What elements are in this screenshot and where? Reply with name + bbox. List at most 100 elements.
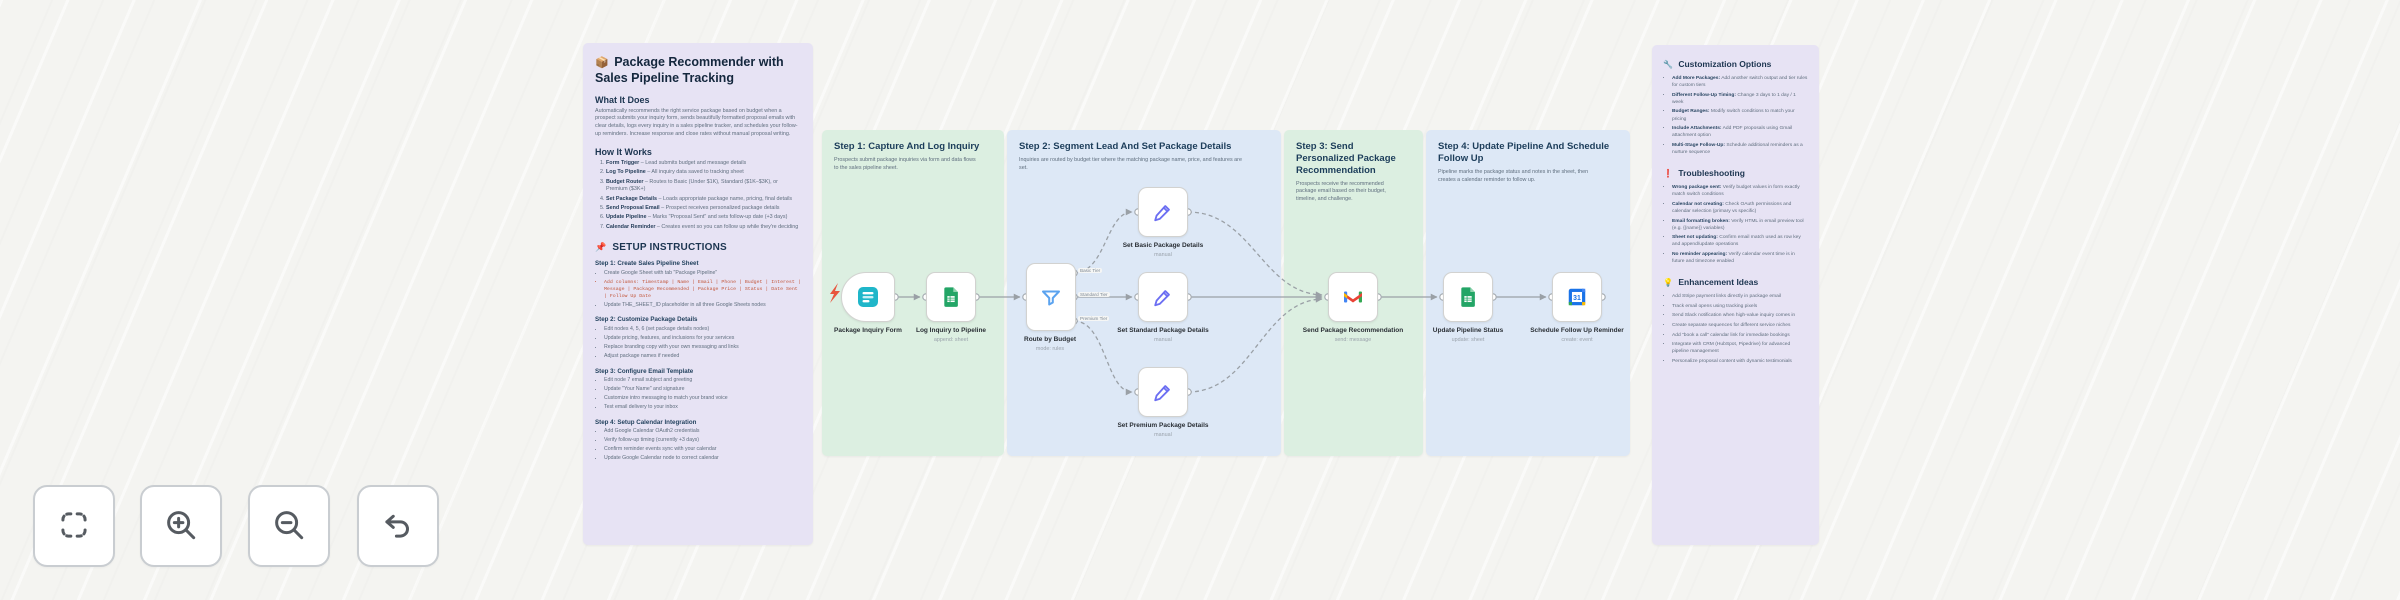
setup-item: Edit nodes 4, 5, 6 (set package details … [604, 326, 801, 334]
node-route-by-budget[interactable] [1026, 263, 1076, 331]
zoom-in-icon [162, 506, 200, 547]
zoom-out-icon [270, 506, 308, 547]
setup-item: Replace branding copy with your own mess… [604, 344, 801, 352]
alert-icon: ❗ [1663, 169, 1673, 179]
how-it-works-item: Send Proposal Email – Prospect receives … [606, 205, 801, 213]
how-it-works-item: Set Package Details – Loads appropriate … [606, 196, 801, 204]
what-it-does-heading: What It Does [595, 94, 650, 105]
enhancement-ideas-heading: 💡 Enhancement Ideas [1663, 277, 1759, 288]
setup-item: Add columns: Timestamp | Name | Email | … [604, 279, 801, 300]
lightbulb-icon: 💡 [1663, 278, 1673, 288]
setup-step-4-title: Step 4: Setup Calendar Integration [595, 418, 697, 426]
gmail-icon [1341, 285, 1365, 309]
troubleshooting-item: Email formatting broken: Verify HTML in … [1672, 218, 1808, 232]
customization-options-heading: 🔧 Customization Options [1663, 59, 1772, 69]
how-it-works-item: Log To Pipeline – All inquiry data saved… [606, 169, 801, 177]
setup-step-4-list: Add Google Calendar OAuth2 credentialsVe… [595, 428, 801, 463]
how-it-works-item: Budget Router – Routes to Basic (Under $… [606, 179, 801, 195]
setup-item: Update THE_SHEET_ID placeholder in all t… [604, 302, 801, 310]
setup-step-3-title: Step 3: Configure Email Template [595, 367, 694, 375]
setup-step-2-title: Step 2: Customize Package Details [595, 316, 698, 324]
enhancement-item: Create separate sequences for different … [1672, 322, 1808, 329]
setup-item: Confirm reminder events sync with your c… [604, 446, 801, 454]
node-set-basic-package-details[interactable] [1138, 187, 1188, 237]
google-calendar-icon: 31 [1566, 286, 1588, 308]
switch-output-label: Standard Tier [1078, 292, 1110, 297]
edit-pen-icon [1152, 201, 1174, 223]
note-title: 📦 Package Recommender with Sales Pipelin… [595, 54, 801, 87]
enhancement-item: Integrate with CRM (HubSpot, Pipedrive) … [1672, 341, 1808, 355]
how-it-works-list: Form Trigger – Lead submits budget and m… [595, 160, 801, 232]
node-label-package-inquiry-form: Package Inquiry Form [834, 327, 902, 334]
setup-step-3-list: Edit node 7 email subject and greetingUp… [595, 377, 801, 412]
what-it-does-text: Automatically recommends the right servi… [595, 107, 798, 138]
step-note-description: Inquiries are routed by budget tier wher… [1019, 156, 1242, 171]
customization-item: Different Follow-Up Timing: Change 3 day… [1672, 92, 1808, 106]
switch-output-label: Basic Tier [1078, 268, 1103, 273]
setup-item: Update "Your Name" and signature [604, 386, 801, 394]
enhancement-item: Add "book a call" calendar link for imme… [1672, 332, 1808, 339]
setup-instructions-heading: 📌 SETUP INSTRUCTIONS [595, 242, 727, 254]
form-trigger-icon [856, 285, 880, 309]
troubleshooting-item: Wrong package sent: Verify budget values… [1672, 184, 1808, 198]
zoom-in-button[interactable] [140, 485, 222, 567]
troubleshooting-item: Calendar not creating: Check OAuth permi… [1672, 201, 1808, 215]
enhancement-ideas-list: Add Stripe payment links directly in pac… [1663, 293, 1808, 365]
how-it-works-item: Calendar Reminder – Creates event so you… [606, 224, 801, 232]
setup-step-1-title: Step 1: Create Sales Pipeline Sheet [595, 260, 699, 268]
note-title-text: Package Recommender with Sales Pipeline … [595, 55, 784, 86]
setup-item: Add Google Calendar OAuth2 credentials [604, 428, 801, 436]
troubleshooting-item: No reminder appearing: Verify calendar e… [1672, 251, 1808, 265]
troubleshooting-item: Sheet not updating: Confirm email match … [1672, 234, 1808, 248]
setup-item: Adjust package names if needed [604, 353, 801, 361]
troubleshooting-list: Wrong package sent: Verify budget values… [1663, 184, 1808, 265]
setup-step-2-list: Edit nodes 4, 5, 6 (set package details … [595, 326, 801, 361]
enhancement-item: Send Slack notification when high-value … [1672, 312, 1808, 319]
setup-item: Customize intro messaging to match your … [604, 395, 801, 403]
undo-button[interactable] [357, 485, 439, 567]
node-set-standard-package-details[interactable] [1138, 272, 1188, 322]
undo-icon [379, 506, 417, 547]
svg-text:31: 31 [1573, 295, 1581, 302]
step-note-title: Step 3: Send Personalized Package Recomm… [1296, 141, 1396, 176]
setup-item: Verify follow-up timing (currently +3 da… [604, 437, 801, 445]
setup-item: Update Google Calendar node to correct c… [604, 455, 801, 463]
zoom-out-button[interactable] [248, 485, 330, 567]
enhancement-item: Add Stripe payment links directly in pac… [1672, 293, 1808, 300]
package-icon: 📦 [595, 57, 609, 69]
step-note-description: Pipeline marks the package status and no… [1438, 168, 1589, 183]
node-package-inquiry-form[interactable] [841, 272, 895, 322]
fit-view-button[interactable] [33, 485, 115, 567]
setup-item: Create Google Sheet with tab "Package Pi… [604, 270, 801, 278]
customization-options-list: Add More Packages: Add another switch ou… [1663, 75, 1808, 156]
step-note-title: Step 4: Update Pipeline And Schedule Fol… [1438, 141, 1610, 164]
node-log-inquiry-to-pipeline[interactable] [926, 272, 976, 322]
pushpin-icon: 📌 [595, 242, 607, 253]
wrench-icon: 🔧 [1663, 60, 1673, 69]
step-note-description: Prospects submit package inquiries via f… [834, 156, 976, 171]
sticky-note-reference[interactable]: 🔧 Customization Options Add More Package… [1652, 45, 1819, 545]
customization-item: Add More Packages: Add another switch ou… [1672, 75, 1808, 89]
node-schedule-follow-up-reminder[interactable]: 31 [1552, 272, 1602, 322]
node-update-pipeline-status[interactable] [1443, 272, 1493, 322]
node-send-package-recommendation[interactable] [1328, 272, 1378, 322]
node-set-premium-package-details[interactable] [1138, 367, 1188, 417]
customization-item: Include Attachments: Add PDF proposals u… [1672, 125, 1808, 139]
edit-pen-icon [1152, 286, 1174, 308]
customization-item: Budget Ranges: Modify switch conditions … [1672, 108, 1808, 122]
setup-item: Update pricing, features, and inclusions… [604, 335, 801, 343]
step-note-title: Step 1: Capture And Log Inquiry [834, 141, 980, 152]
filter-switch-icon [1039, 285, 1063, 309]
switch-output-label: Premium Tier [1078, 316, 1110, 321]
sticky-note-overview[interactable]: 📦 Package Recommender with Sales Pipelin… [583, 43, 813, 545]
setup-item: Test email delivery to your inbox [604, 404, 801, 412]
enhancement-item: Track email opens using tracking pixels [1672, 303, 1808, 310]
google-sheets-icon [1457, 286, 1479, 308]
enhancement-item: Personalize proposal content with dynami… [1672, 358, 1808, 365]
